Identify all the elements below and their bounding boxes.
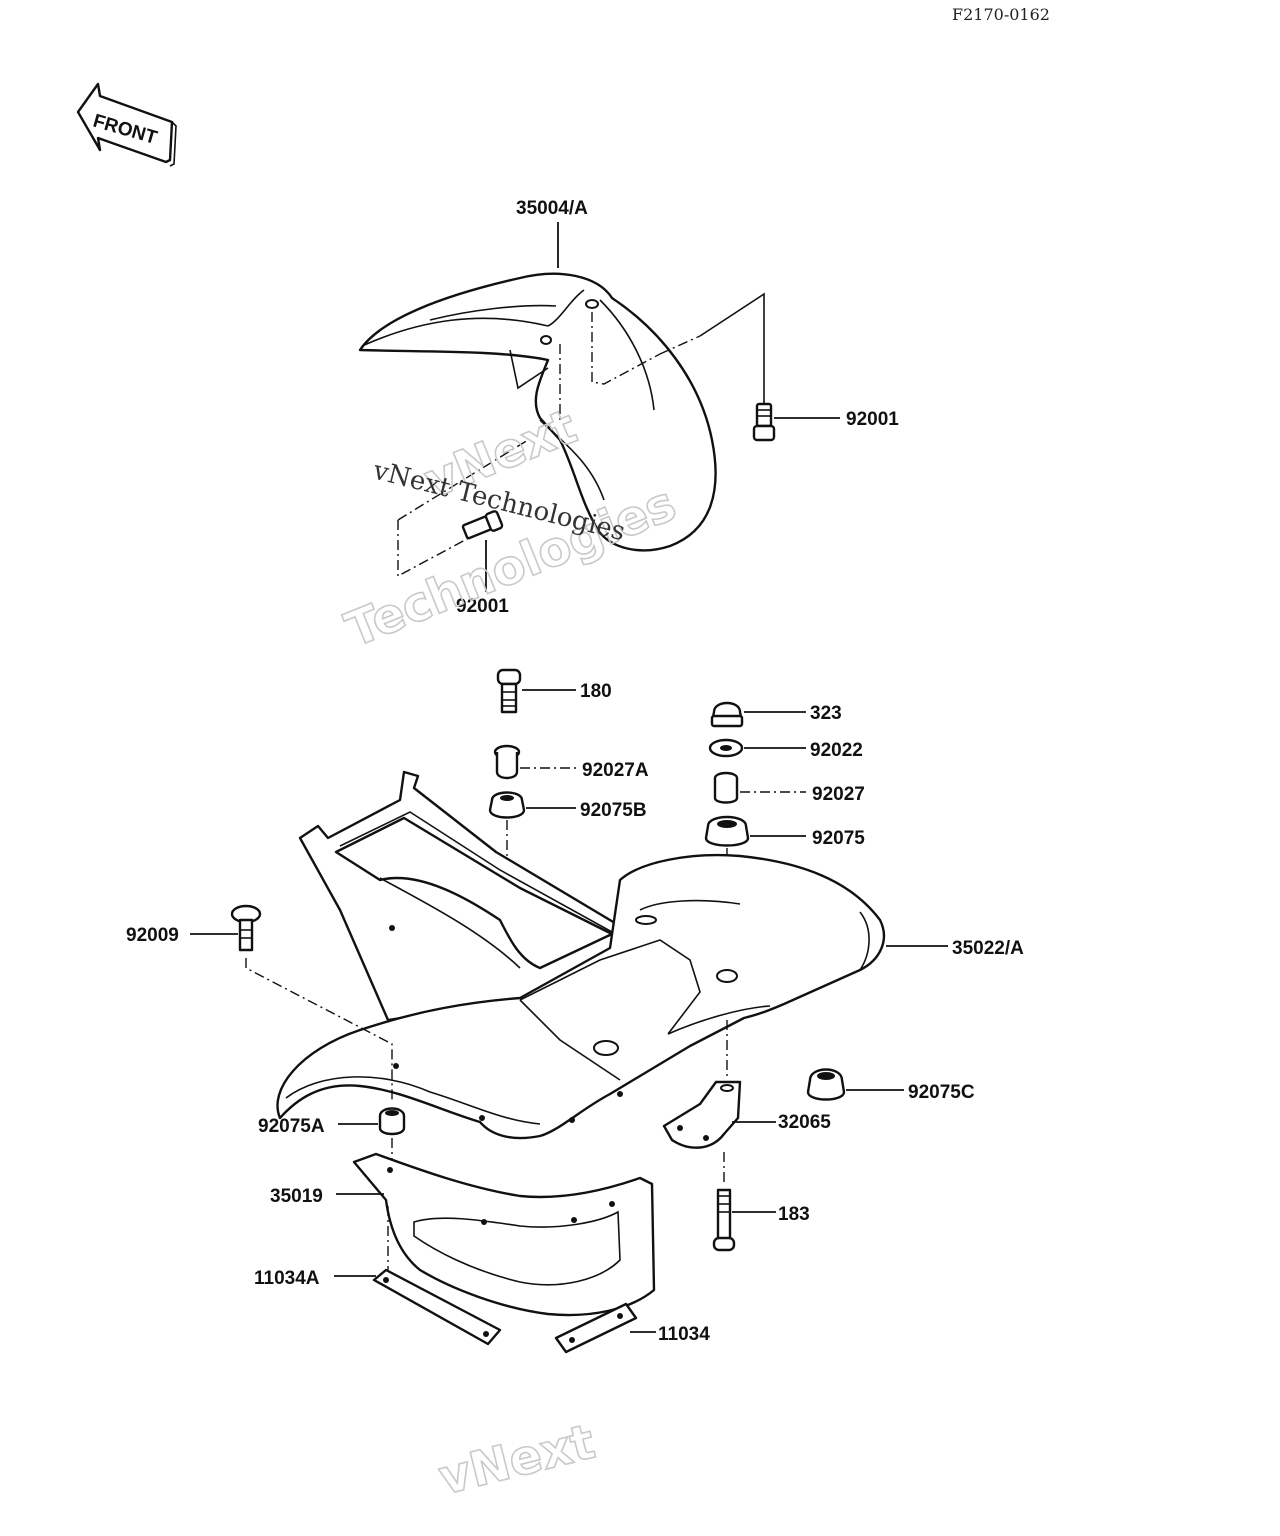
- grommet-92075b-icon: [488, 791, 526, 819]
- part-label-92075b: 92075B: [580, 800, 647, 821]
- part-label-92001-left: 92001: [456, 596, 509, 617]
- bolt-180-icon: [496, 668, 522, 714]
- part-label-92027: 92027: [812, 784, 865, 805]
- front-arrow-icon: FRONT: [76, 82, 177, 167]
- collar-92027-icon: [713, 771, 739, 804]
- watermark-bottom: vNext: [433, 1414, 600, 1507]
- part-label-11034: 11034: [658, 1324, 710, 1345]
- guard-plate-35019: [352, 1152, 656, 1317]
- part-label-92022: 92022: [810, 740, 863, 761]
- grommet-92075a-icon: [378, 1107, 406, 1136]
- part-label-92009: 92009: [126, 925, 179, 946]
- part-label-323: 323: [810, 703, 842, 724]
- front-fender-35004a: [358, 272, 717, 552]
- strip-11034a-icon: [372, 1268, 502, 1346]
- bolt-183-icon: [712, 1188, 736, 1252]
- bolt-92009-icon: [230, 904, 262, 952]
- part-label-35022a: 35022/A: [952, 938, 1024, 959]
- grommet-92075-icon: [704, 815, 750, 847]
- washer-92022-icon: [708, 738, 744, 758]
- part-label-92075a: 92075A: [258, 1116, 325, 1137]
- grommet-92075c-icon: [806, 1068, 846, 1101]
- part-label-180: 180: [580, 681, 612, 702]
- part-label-92075: 92075: [812, 828, 865, 849]
- part-label-183: 183: [778, 1204, 810, 1225]
- part-label-32065: 32065: [778, 1112, 831, 1133]
- part-label-35004a: 35004/A: [516, 198, 588, 219]
- strip-11034-icon: [554, 1302, 638, 1354]
- rear-fender-35022a: [276, 770, 886, 1140]
- bracket-32065-icon: [662, 1080, 742, 1149]
- part-label-11034a: 11034A: [254, 1268, 320, 1289]
- part-label-92027a: 92027A: [582, 760, 649, 781]
- collar-92027a-icon: [493, 744, 521, 780]
- diagram-code: F2170-0162: [952, 5, 1050, 24]
- part-label-35019: 35019: [270, 1186, 323, 1207]
- part-label-92001-right: 92001: [846, 409, 899, 430]
- bolt-92001-left-icon: [397, 439, 529, 578]
- part-label-92075c: 92075C: [908, 1082, 975, 1103]
- bolt-92001-right-icon: [699, 292, 776, 442]
- cap-nut-323-icon: [710, 701, 744, 728]
